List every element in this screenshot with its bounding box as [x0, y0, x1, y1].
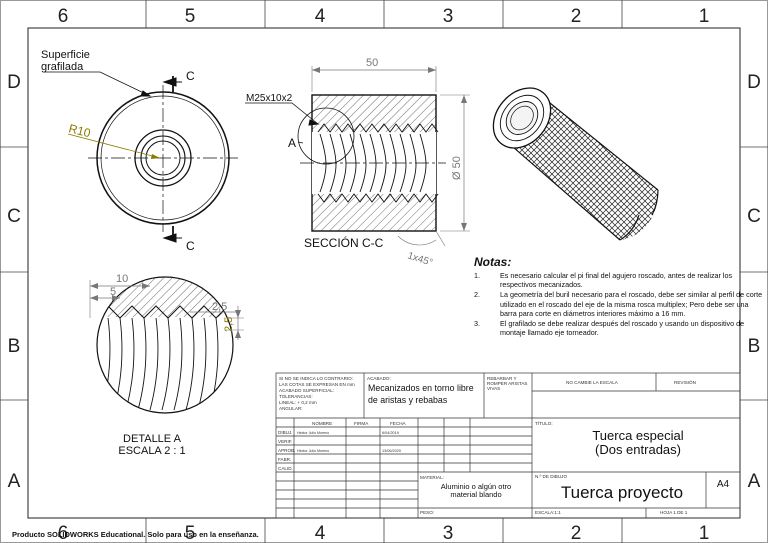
- title-block: [275, 372, 741, 519]
- detail-dim-10: 10: [116, 273, 128, 285]
- detail-title-line1: DETALLE A: [123, 433, 182, 445]
- col-label-top-5: 5: [185, 6, 196, 27]
- row-label-left-D: D: [7, 72, 21, 93]
- col-label-bottom-5: 5: [185, 523, 196, 543]
- section-title: SECCIÓN C-C: [304, 235, 384, 250]
- surface-label-line2: grafilada: [41, 61, 84, 73]
- note-number: 1.: [474, 271, 480, 280]
- section-mark-bottom: C: [186, 239, 195, 253]
- row-label-right-C: C: [747, 206, 761, 227]
- rebarbar-0: REBARBAR Y: [487, 376, 517, 381]
- general-note-2: ACABADO SUPERFICIAL:: [279, 388, 334, 393]
- radius-label: R10: [67, 121, 92, 140]
- note-text: El grafilado se debe realizar después de…: [500, 319, 745, 338]
- general-note-5: ANGULAR:: [279, 406, 303, 411]
- dibujo-value: Tuerca proyecto: [561, 483, 683, 502]
- thread-label: M25x10x2: [246, 93, 293, 104]
- col-label-bottom-4: 4: [315, 523, 326, 543]
- rebarbar-1: ROMPER ARISTAS: [487, 381, 528, 386]
- sheet-size: A4: [717, 479, 730, 490]
- section-view: [245, 66, 470, 247]
- col-label-top-3: 3: [443, 6, 454, 27]
- acabado-label: ACABADO:: [367, 376, 391, 381]
- titulo-line2: (Dos entradas): [595, 442, 681, 457]
- note-item: 3. El grafilado se debe realizar después…: [474, 319, 764, 337]
- length-dim: 50: [366, 57, 378, 69]
- peso-label: PESO:: [420, 510, 434, 515]
- row-dibuj: DIBUJ.: [278, 430, 293, 435]
- row-fabr: FABR.: [278, 457, 291, 462]
- col-nombre: NOMBRE: [312, 421, 332, 426]
- note-text: La geometría del buril necesario para el…: [500, 290, 763, 318]
- general-note-0: SI NO SE INDICA LO CONTRARIO:: [279, 376, 353, 381]
- chamfer-dim: 1x45°: [406, 250, 434, 268]
- col-label-bottom-6: 6: [58, 523, 69, 543]
- col-label-top-2: 2: [571, 6, 582, 27]
- aprob-date: 13/06/2020: [382, 449, 401, 453]
- col-label-bottom-2: 2: [571, 523, 582, 543]
- diameter-dim: Ø 50: [451, 156, 463, 180]
- titulo-label: TÍTULO:: [535, 420, 553, 426]
- row-label-right-B: B: [748, 336, 761, 357]
- row-label-right-A: A: [748, 471, 761, 492]
- footer-watermark: Producto SOLIDWORKS Educational. Solo pa…: [12, 530, 259, 539]
- general-note-4: LINEAL: + 0,2 mm: [279, 400, 317, 405]
- detail-title-line2: ESCALA 2 : 1: [118, 445, 185, 457]
- dibujo-label: N.º DE DIBUJO: [535, 474, 567, 479]
- col-label-top-6: 6: [58, 6, 69, 27]
- row-calid: CALID.: [278, 466, 293, 471]
- row-label-left-A: A: [8, 471, 21, 492]
- acabado-value-line1: Mecanizados en torno libre: [368, 383, 474, 393]
- col-label-bottom-3: 3: [443, 523, 454, 543]
- material-value-line2: material blando: [450, 490, 501, 499]
- row-label-left-C: C: [7, 206, 21, 227]
- dibuj-date: 6/04/2019: [382, 431, 399, 435]
- note-item: 1. Es necesario calcular el pi final del…: [474, 271, 764, 289]
- rebarbar-2: VIVAS: [487, 386, 500, 391]
- section-mark-top: C: [186, 69, 195, 83]
- note-item: 2. La geometría del buril necesario para…: [474, 290, 764, 318]
- notes-heading: Notas:: [474, 255, 512, 269]
- note-text: Es necesario calcular el pi final del ag…: [500, 271, 733, 290]
- isometric-view: [492, 87, 659, 241]
- notes-block: Notas: 1. Es necesario calcular el pi fi…: [474, 255, 764, 338]
- col-label-bottom-1: 1: [699, 523, 710, 543]
- general-note-3: TOLERANCIAS:: [279, 394, 313, 399]
- col-label-top-4: 4: [315, 6, 326, 27]
- aprob-name: Héctor Julio Moreno: [297, 449, 329, 453]
- escala-label: ESCALA:1:1: [535, 510, 561, 515]
- detail-dim-5: 5: [110, 286, 116, 298]
- col-label-top-1: 1: [699, 6, 710, 27]
- note-number: 2.: [474, 290, 480, 300]
- row-label-right-D: D: [747, 72, 761, 93]
- col-fecha: FECHA: [390, 421, 407, 426]
- material-label: MATERIAL:: [420, 475, 444, 480]
- dibuj-name: Héctor Julio Moreno: [297, 431, 329, 435]
- detail-mark: A: [288, 136, 296, 150]
- hoja-label: HOJA 1 DE 1: [660, 510, 688, 515]
- note-number: 3.: [474, 319, 480, 329]
- detail-dim-2-5-h: 2,5: [212, 301, 227, 313]
- material-value-line1: Aluminio o algún otro: [441, 482, 511, 491]
- row-verif: VERIF.: [278, 439, 292, 444]
- surface-label-line1: Superficie: [41, 49, 90, 61]
- general-note-1: LAS COTAS SE EXPRESAN EN mm: [279, 382, 355, 387]
- row-label-left-B: B: [8, 336, 21, 357]
- detail-dim-2-5-v: 2,5: [223, 317, 235, 332]
- col-firma: FIRMA: [354, 421, 369, 426]
- revision-label: REVISIÓN: [674, 379, 696, 385]
- acabado-value-line2: de aristas y rebabas: [368, 395, 448, 405]
- front-view: [44, 71, 238, 243]
- row-aprob: APROB.: [278, 448, 295, 453]
- titulo-line1: Tuerca especial: [592, 428, 683, 443]
- no-cambie-escala: NO CAMBIE LA ESCALA: [566, 380, 619, 385]
